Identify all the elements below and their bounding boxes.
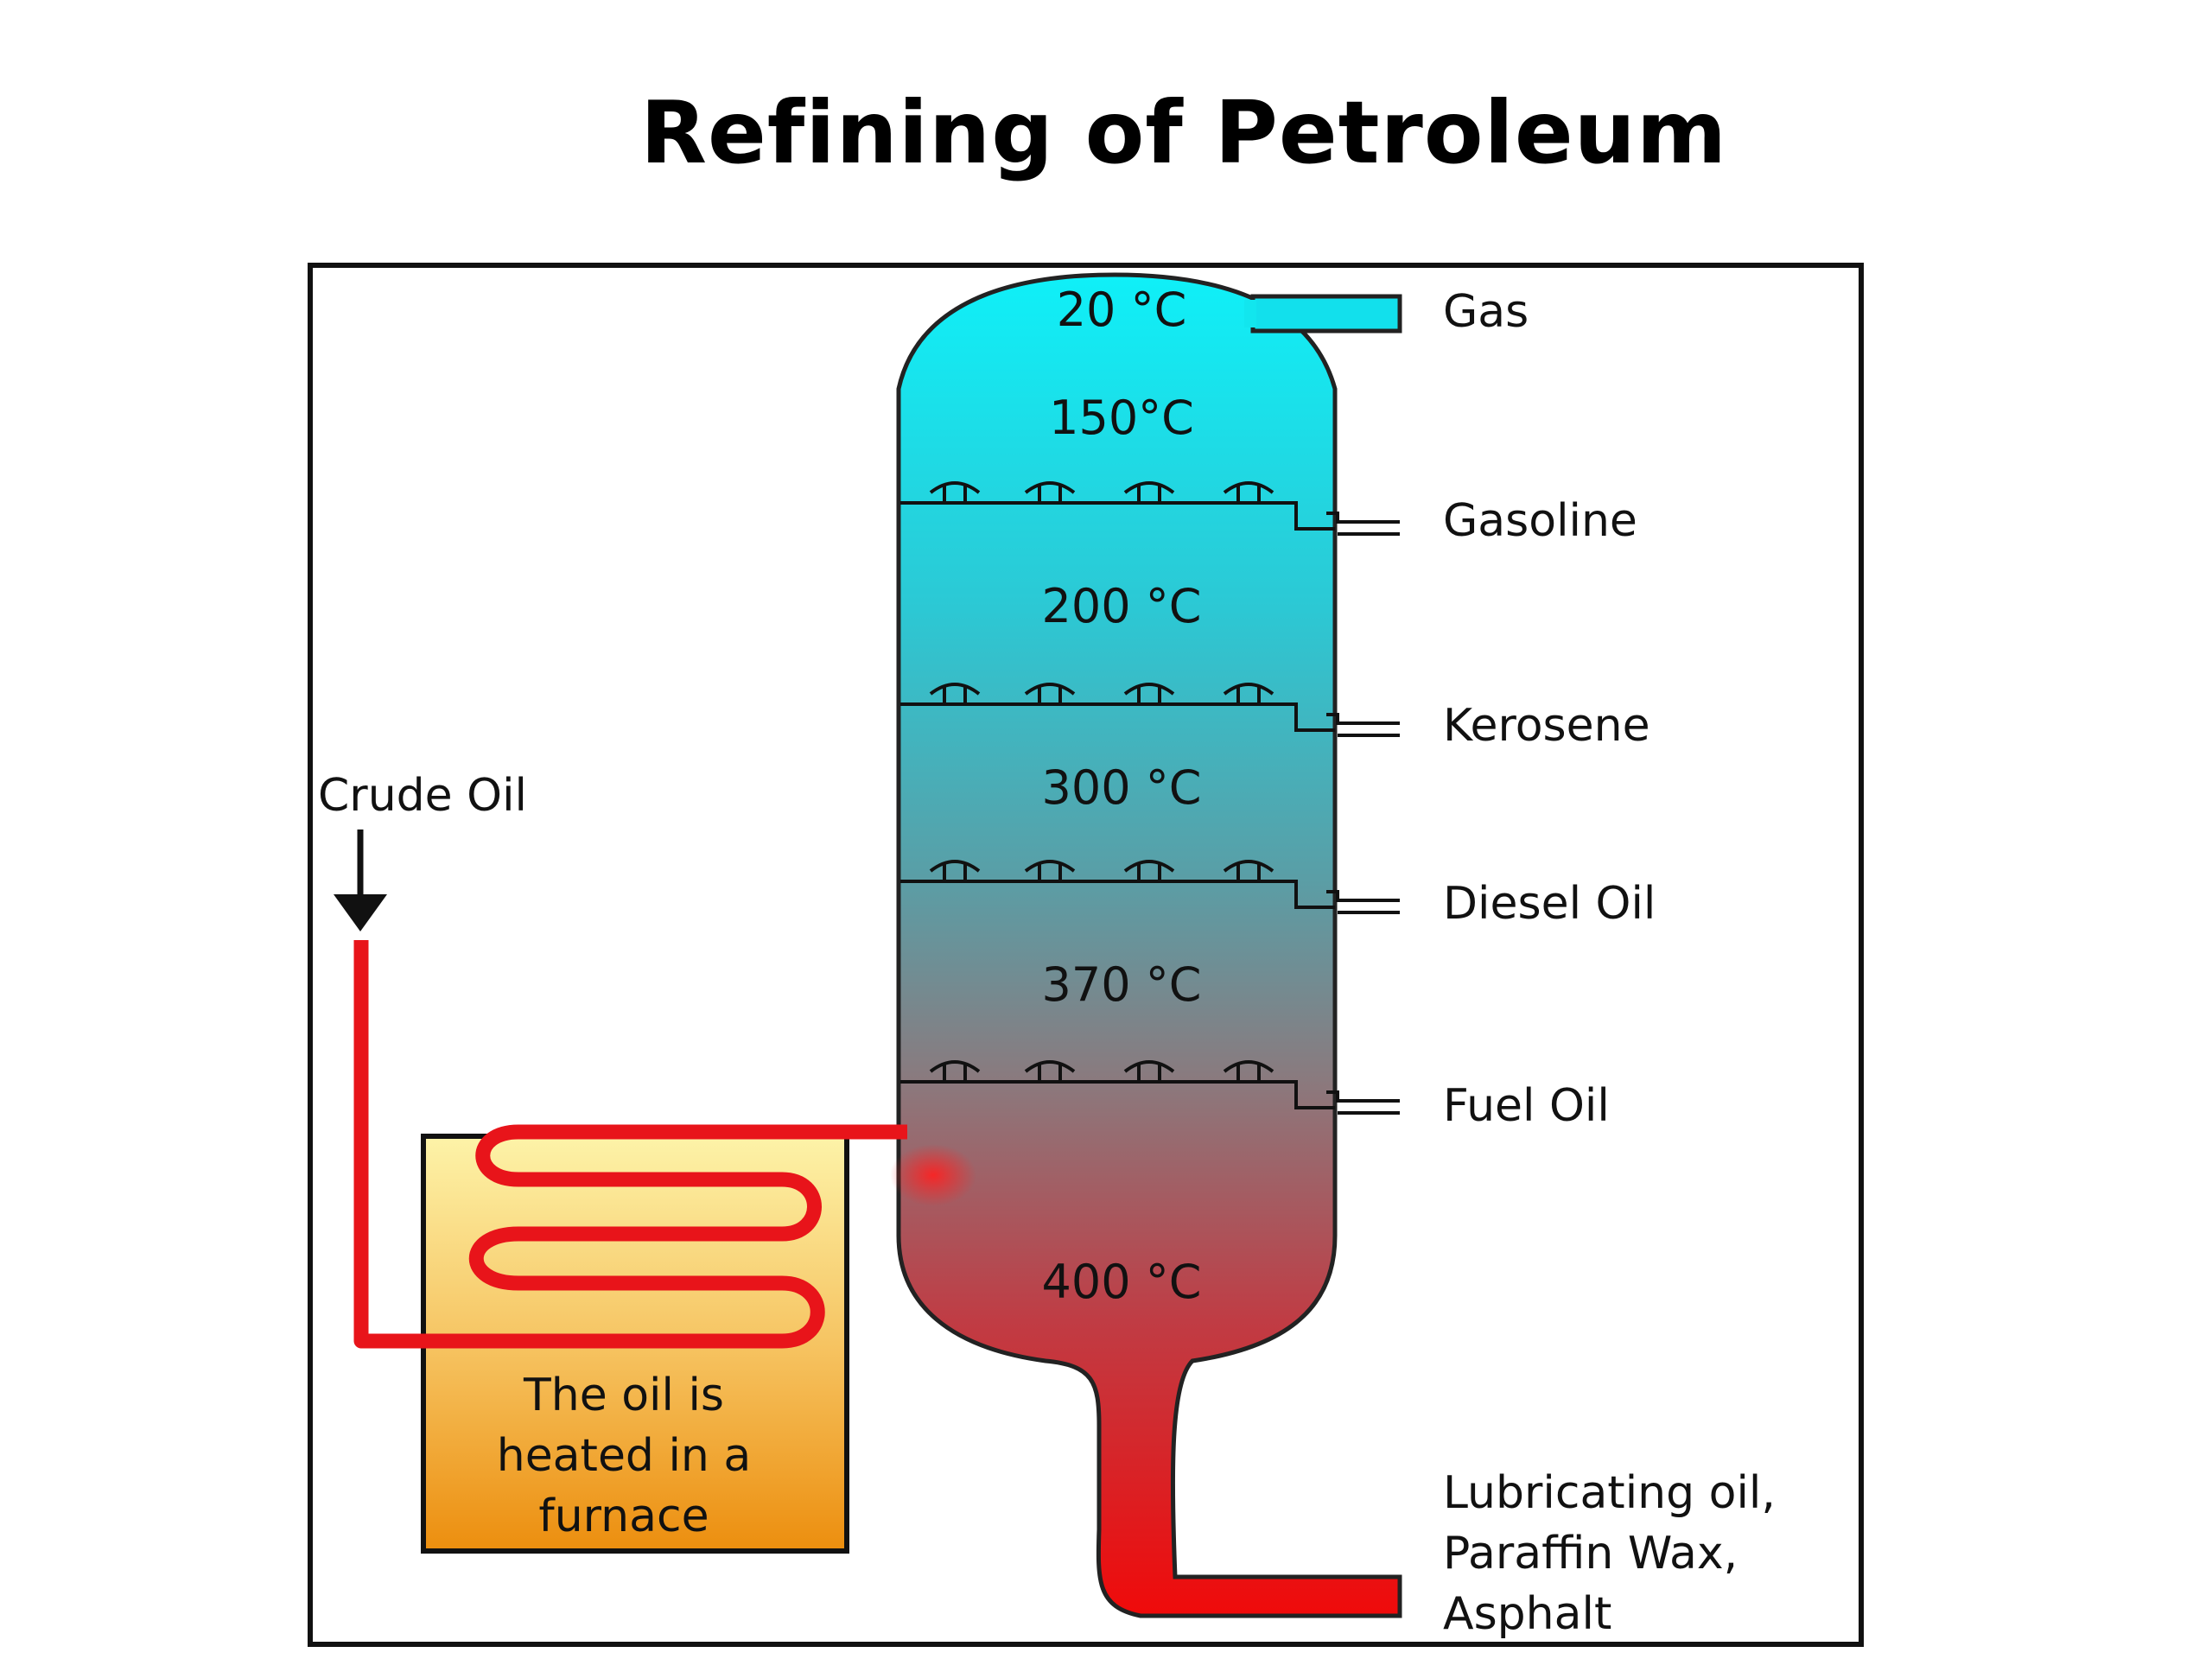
bubble-cap [1123, 1060, 1175, 1082]
product-gasoline: Gasoline [1443, 495, 1637, 547]
bubble-cap [1223, 683, 1274, 704]
bubble-cap [1024, 1060, 1076, 1082]
temp-label: 300 °C [1042, 760, 1202, 815]
product-residue-line: Asphalt [1443, 1588, 1611, 1640]
bubble-cap [1123, 860, 1175, 881]
bubble-cap [1024, 860, 1076, 881]
column-trays [900, 481, 1400, 1115]
tray-line [900, 501, 1335, 531]
product-residue-line: Lubricating oil, [1443, 1467, 1776, 1519]
furnace-label-line: heated in a [497, 1430, 752, 1482]
bubble-cap [1223, 481, 1274, 503]
tray-line [900, 702, 1335, 732]
distillation-column [896, 272, 1402, 1618]
bubble-cap [929, 1060, 981, 1082]
bubble-cap [1223, 1060, 1274, 1082]
temp-label: 20 °C [1057, 283, 1187, 337]
bubble-cap [1024, 683, 1076, 704]
product-gas: Gas [1443, 286, 1529, 338]
product-fuel-oil: Fuel Oil [1443, 1080, 1610, 1132]
temp-label: 200 °C [1042, 579, 1202, 633]
side-outlet-pipe [1326, 1090, 1400, 1115]
temp-label: 400 °C [1042, 1255, 1202, 1309]
product-diesel: Diesel Oil [1443, 878, 1656, 930]
side-outlet-pipe [1326, 512, 1400, 536]
bubble-cap [929, 683, 981, 704]
tray-line [900, 1080, 1335, 1109]
temp-label: 150°C [1049, 391, 1194, 445]
bubble-cap [1024, 481, 1076, 503]
crude-oil-pipe [353, 940, 907, 1349]
bubble-cap [929, 860, 981, 881]
heat-glow [890, 1144, 976, 1206]
page-title: Refining of Petroleum [639, 82, 1728, 183]
product-residue-line: Paraffin Wax, [1443, 1528, 1738, 1580]
pipe-joint [1244, 300, 1256, 327]
down-arrow-icon [334, 894, 387, 931]
side-outlet-pipe [1326, 890, 1400, 914]
bubble-cap [1223, 860, 1274, 881]
bubble-cap [929, 481, 981, 503]
furnace-label-line: The oil is [523, 1370, 724, 1421]
tray-line [900, 880, 1335, 909]
product-kerosene: Kerosene [1443, 700, 1650, 752]
side-outlet-pipe [1326, 713, 1400, 737]
temp-label: 370 °C [1042, 957, 1202, 1012]
furnace-label-line: furnace [538, 1491, 709, 1542]
crude-oil-label: Crude Oil [318, 770, 527, 822]
diagram-frame [308, 263, 1864, 1647]
bubble-cap [1123, 683, 1175, 704]
bubble-cap [1123, 481, 1175, 503]
gas-outlet-pipe [1250, 294, 1402, 334]
